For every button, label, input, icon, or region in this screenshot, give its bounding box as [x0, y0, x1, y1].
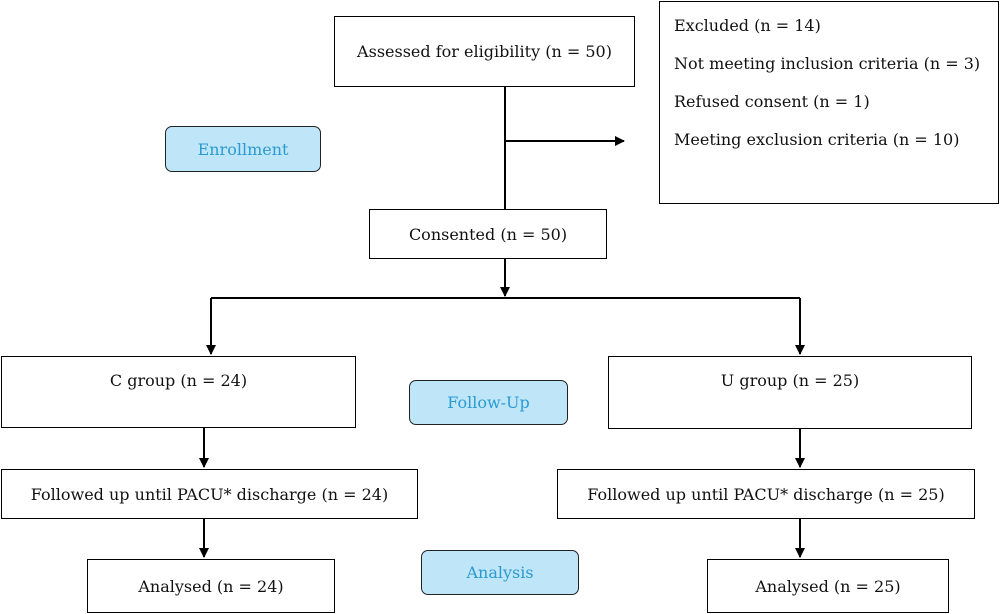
u-group-label: U group (n = 25) [720, 371, 860, 390]
stage-enrollment: Enrollment [165, 126, 321, 172]
stage-analysis: Analysis [421, 550, 579, 595]
assessed-box: Assessed for eligibility (n = 50) [334, 16, 635, 87]
u-analysed-box: Analysed (n = 25) [707, 559, 949, 613]
stage-analysis-label: Analysis [466, 563, 534, 582]
assessed-label: Assessed for eligibility (n = 50) [357, 42, 612, 61]
c-followup-label: Followed up until PACU* discharge (n = 2… [30, 484, 389, 504]
u-group-box: U group (n = 25) [608, 356, 972, 429]
excluded-item: Meeting exclusion criteria (n = 10) [674, 130, 960, 149]
excluded-item: Not meeting inclusion criteria (n = 3) [674, 54, 981, 73]
c-group-label: C group (n = 24) [109, 371, 248, 390]
c-followup-box: Followed up until PACU* discharge (n = 2… [1, 469, 418, 519]
excluded-box: Excluded (n = 14) Not meeting inclusion … [659, 1, 999, 204]
consented-label: Consented (n = 50) [408, 224, 568, 244]
c-analysed-label: Analysed (n = 24) [138, 576, 284, 596]
stage-followup: Follow-Up [409, 380, 568, 425]
stage-followup-label: Follow-Up [447, 393, 530, 412]
u-followup-label: Followed up until PACU* discharge (n = 2… [587, 484, 945, 504]
c-analysed-box: Analysed (n = 24) [87, 559, 335, 613]
stage-enrollment-label: Enrollment [197, 139, 289, 159]
u-analysed-label: Analysed (n = 25) [755, 576, 901, 596]
u-followup-box: Followed up until PACU* discharge (n = 2… [557, 469, 975, 519]
consented-box: Consented (n = 50) [369, 209, 607, 259]
c-group-box: C group (n = 24) [1, 356, 356, 428]
excluded-item: Refused consent (n = 1) [674, 92, 870, 111]
excluded-title: Excluded (n = 14) [674, 16, 821, 35]
